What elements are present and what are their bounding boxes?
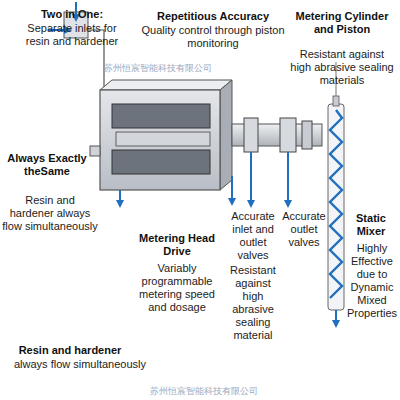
body-label: Separate inlets for resin and hardener	[16, 22, 128, 48]
body-label: Accurate outlet valves	[282, 210, 326, 249]
heading-label: Resin and hardener	[10, 344, 130, 357]
body-label: Quality control through piston monitorin…	[132, 24, 294, 50]
body-label: Resistant against high abrasive sealing …	[290, 48, 394, 87]
body-label: Resin and hardener always flow simultane…	[2, 194, 98, 233]
body-label: Accurate inlet and outlet valves	[224, 210, 282, 262]
heading-label: Always Exactly theSame	[4, 152, 90, 178]
watermark: 苏州恒宸智能科技有限公司	[150, 385, 258, 398]
heading-label: Metering Head Drive	[132, 232, 222, 258]
heading-label: Metering Cylinder and Piston	[290, 10, 394, 36]
heading-label: Static Mixer	[346, 212, 396, 238]
body-label: Resistant against high abrasive sealing …	[224, 264, 282, 342]
body-label: Highly Effective due to Dynamic Mixed Pr…	[346, 242, 398, 320]
heading-label: Repetitious Accuracy	[128, 10, 298, 23]
watermark: 苏州恒宸智能科技有限公司	[104, 62, 212, 75]
body-label: always flow simultaneously	[10, 358, 150, 371]
heading-label: Two in One:	[22, 8, 122, 21]
body-label: Variably programmable metering speed and…	[132, 262, 222, 314]
